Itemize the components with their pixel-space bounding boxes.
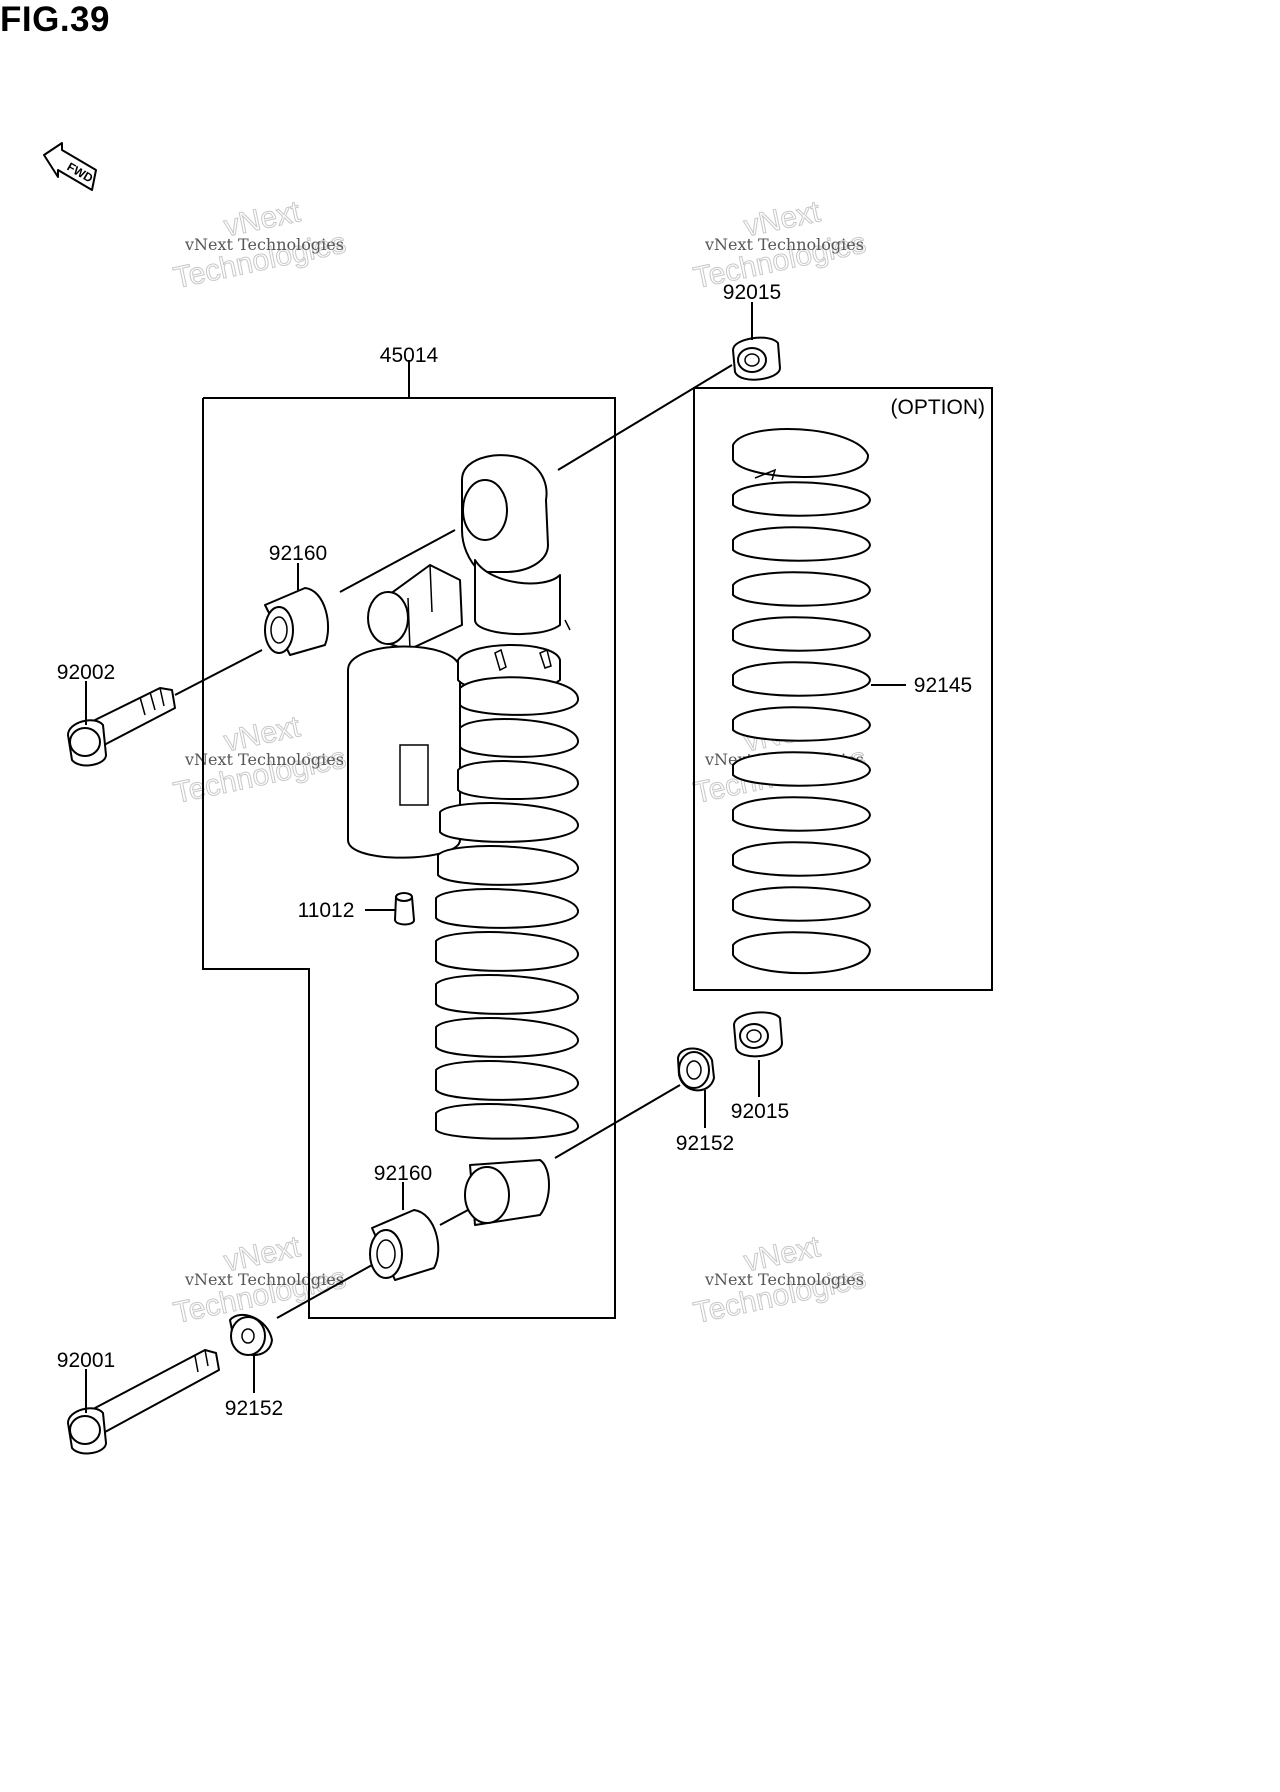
assembly-outline — [202, 397, 616, 1319]
callout-92015-lower: 92015 — [731, 1100, 789, 1123]
main-coil-spring — [435, 676, 580, 1140]
watermark: Technologies vNext vNext Technologies — [170, 195, 349, 296]
figure-title: FIG.39 — [0, 0, 110, 39]
callout-92002: 92002 — [57, 661, 115, 684]
bolt-lower-part — [67, 1349, 220, 1455]
nut-lower-part — [733, 1011, 783, 1058]
shock-absorber — [347, 454, 580, 1226]
svg-text:vNext Technologies: vNext Technologies — [184, 235, 344, 254]
seal-right-part — [677, 1047, 715, 1092]
bolt-upper-part — [67, 687, 176, 767]
callout-92160-upper: 92160 — [269, 542, 327, 565]
axis-upper-collar — [339, 529, 456, 593]
axis-lower-right — [554, 1084, 681, 1159]
fwd-arrow-icon: FWD — [43, 142, 97, 191]
callout-92152-lower: 92152 — [225, 1397, 283, 1420]
callout-92160-lower: 92160 — [374, 1162, 432, 1185]
axis-lower-washer — [276, 1264, 373, 1319]
axis-top-bolt — [557, 364, 733, 471]
watermark: Technologies vNext vNext Technologies — [690, 195, 869, 296]
option-label: (OPTION) — [891, 396, 986, 419]
option-coil-spring — [732, 427, 871, 975]
svg-text:vNext Technologies: vNext Technologies — [184, 750, 344, 769]
watermark: Technologies vNext vNext Technologies — [170, 710, 349, 811]
callout-92015-top: 92015 — [723, 281, 781, 304]
option-box — [693, 387, 993, 991]
nut-top-part — [732, 336, 781, 381]
axis-upper-bolt — [174, 649, 263, 696]
svg-text:vNext Technologies: vNext Technologies — [704, 1270, 864, 1289]
callout-11012: 11012 — [298, 899, 355, 922]
svg-text:vNext Technologies: vNext Technologies — [704, 235, 864, 254]
axis-lower-collar — [439, 1209, 469, 1226]
collar-upper-part — [264, 587, 330, 656]
callout-92001: 92001 — [57, 1349, 115, 1372]
svg-text:vNext Technologies: vNext Technologies — [184, 1270, 344, 1289]
callout-45014: 45014 — [380, 344, 439, 367]
collar-lower-part — [369, 1209, 440, 1281]
callout-92145: 92145 — [914, 674, 972, 697]
watermark: Technologies vNext vNext Technologies — [170, 1230, 349, 1331]
watermark: Technologies vNext vNext Technologies — [690, 1230, 869, 1331]
callout-92152-right: 92152 — [676, 1132, 734, 1155]
washer-lower-part — [229, 1313, 273, 1356]
grease-nipple-part — [394, 892, 415, 926]
